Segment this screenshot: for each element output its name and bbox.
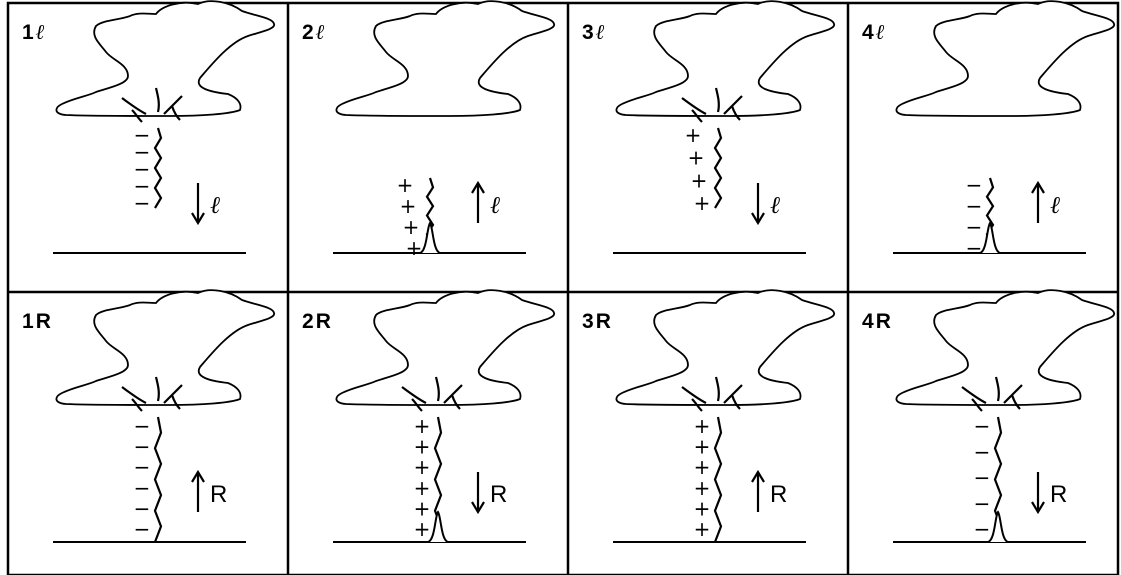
current-type-label: ℓ bbox=[770, 193, 780, 219]
panel-number: 1 bbox=[22, 310, 34, 333]
panel-label: 3ℓ bbox=[582, 20, 605, 44]
panel-suffix: ℓ bbox=[36, 20, 45, 44]
cloud-icon bbox=[56, 1, 274, 116]
panel-label: 4ℓ bbox=[862, 20, 885, 44]
negative-charge: − bbox=[974, 517, 991, 541]
panel-suffix: R bbox=[316, 310, 331, 333]
positive-charge: + bbox=[694, 191, 711, 215]
panel-number: 3 bbox=[582, 21, 594, 44]
panel-suffix: ℓ bbox=[876, 20, 885, 44]
panel-2R: 2R++++++R bbox=[302, 290, 554, 542]
ground-peak-icon bbox=[428, 512, 448, 542]
current-type-label: R bbox=[1050, 481, 1067, 508]
panel-label: 2R bbox=[302, 310, 331, 333]
cloud-icon bbox=[616, 290, 834, 405]
cloud-icon bbox=[616, 1, 834, 116]
negative-charge: − bbox=[974, 414, 991, 438]
panel-label: 1ℓ bbox=[22, 20, 45, 44]
current-type-label: R bbox=[210, 481, 227, 508]
panel-2l: 2ℓ++++ℓ bbox=[302, 1, 554, 260]
panel-number: 3 bbox=[582, 310, 594, 333]
panel-number: 1 bbox=[22, 21, 34, 44]
current-type-label: ℓ bbox=[210, 193, 220, 219]
positive-charge: + bbox=[685, 123, 702, 147]
panel-label: 1R bbox=[22, 310, 51, 333]
positive-charge: + bbox=[688, 146, 705, 170]
panel-4l: 4ℓ−−−−ℓ bbox=[862, 1, 1114, 260]
panel-suffix: ℓ bbox=[316, 20, 325, 44]
negative-charge: − bbox=[974, 440, 991, 464]
lightning-channel bbox=[155, 128, 161, 208]
lightning-channel bbox=[715, 128, 721, 208]
ground-peak-icon bbox=[988, 512, 1008, 542]
current-type-label: R bbox=[770, 481, 787, 508]
panel-number: 4 bbox=[862, 21, 874, 44]
negative-charge: − bbox=[974, 466, 991, 490]
panel-label: 4R bbox=[862, 310, 891, 333]
panel-suffix: ℓ bbox=[596, 20, 605, 44]
ground-peak-icon bbox=[420, 223, 440, 253]
current-type-label: ℓ bbox=[1050, 193, 1060, 219]
lightning-channel bbox=[155, 417, 161, 542]
positive-charge: + bbox=[406, 236, 423, 260]
panel-suffix: R bbox=[596, 310, 611, 333]
panel-suffix: R bbox=[36, 310, 51, 333]
panel-label: 3R bbox=[582, 310, 611, 333]
panel-number: 2 bbox=[302, 21, 314, 44]
negative-charge: − bbox=[134, 191, 151, 215]
panel-3l: 3ℓ++++ℓ bbox=[582, 1, 834, 253]
panel-suffix: R bbox=[876, 310, 891, 333]
lightning-channel bbox=[715, 417, 721, 542]
panel-3R: 3R++++++R bbox=[582, 290, 834, 542]
negative-charge: − bbox=[134, 517, 151, 541]
ground-peak-icon bbox=[980, 223, 1000, 253]
current-type-label: R bbox=[490, 481, 507, 508]
panel-number: 2 bbox=[302, 310, 314, 333]
panel-number: 4 bbox=[862, 310, 874, 333]
cloud-icon bbox=[336, 290, 554, 405]
positive-charge: + bbox=[691, 168, 708, 192]
current-type-label: ℓ bbox=[490, 193, 500, 219]
positive-charge: + bbox=[414, 517, 431, 541]
cloud-icon bbox=[56, 290, 274, 405]
cloud-icon bbox=[336, 1, 554, 116]
cloud-icon bbox=[896, 290, 1114, 405]
panel-4R: 4R−−−−−R bbox=[862, 290, 1114, 542]
panel-1R: 1R−−−−−−R bbox=[22, 290, 274, 542]
positive-charge: + bbox=[694, 517, 711, 541]
negative-charge: − bbox=[966, 236, 983, 260]
negative-charge: − bbox=[974, 491, 991, 515]
panel-1l: 1ℓ−−−−−ℓ bbox=[22, 1, 274, 253]
panel-label: 2ℓ bbox=[302, 20, 325, 44]
cloud-icon bbox=[896, 1, 1114, 116]
